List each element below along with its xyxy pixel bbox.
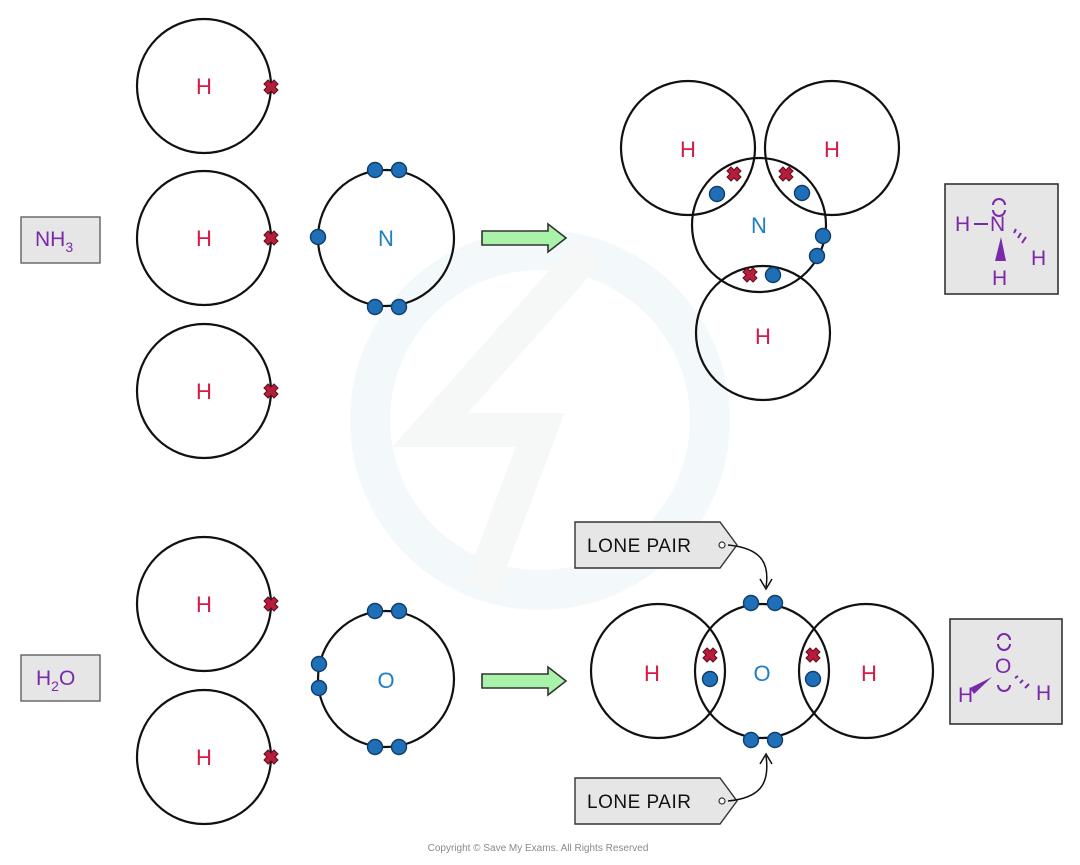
hydrogen-label: H bbox=[824, 137, 840, 162]
lone-pair-dot bbox=[742, 594, 760, 612]
shared-electron-dot bbox=[764, 266, 782, 284]
electron-dot bbox=[390, 161, 408, 179]
shared-electron-cross bbox=[778, 166, 794, 182]
shared-electron-cross bbox=[726, 166, 742, 182]
electron-dot bbox=[366, 298, 384, 316]
shared-electron-dot bbox=[701, 670, 719, 688]
oxygen-label: O bbox=[377, 668, 394, 693]
water-hydrogen-atom-2: H bbox=[135, 688, 279, 826]
ammonia-hydrogen-atom-1: H bbox=[135, 17, 279, 155]
lone-pair-tag-top: LONE PAIR bbox=[574, 521, 738, 569]
structure-hydrogen-left: H bbox=[958, 684, 973, 707]
nitrogen-label: N bbox=[378, 226, 394, 251]
nitrogen-label: N bbox=[751, 213, 767, 238]
wedge-bond-icon bbox=[970, 677, 992, 694]
hydrogen-label: H bbox=[644, 661, 660, 686]
water-hydrogen-atom-1: H bbox=[135, 535, 279, 673]
lone-pair-label: LONE PAIR bbox=[587, 536, 691, 557]
lone-pair-dot bbox=[742, 731, 760, 749]
hydrogen-label: H bbox=[680, 137, 696, 162]
lone-pair-tag-bottom: LONE PAIR bbox=[574, 777, 738, 825]
lone-pair-label: LONE PAIR bbox=[587, 792, 691, 813]
electron-dot bbox=[366, 602, 384, 620]
lone-pair-icon bbox=[997, 633, 1011, 641]
structure-hydrogen-right: H bbox=[1031, 247, 1046, 270]
structure-oxygen: O bbox=[995, 655, 1011, 678]
lone-pair-pointer bbox=[727, 544, 768, 588]
lone-pair-dot bbox=[766, 731, 784, 749]
water-formula-main: H bbox=[36, 667, 51, 690]
ammonia-formula-main: NH bbox=[35, 228, 65, 251]
hydrogen-label: H bbox=[196, 74, 212, 99]
water-molecule: H O H bbox=[589, 594, 935, 749]
reaction-arrow-icon bbox=[481, 665, 568, 697]
ammonia-hydrogen-atom-2: H bbox=[135, 169, 279, 307]
water-structure-box: O H H bbox=[949, 618, 1063, 725]
water-formula: H2O bbox=[36, 667, 75, 694]
hydrogen-label: H bbox=[196, 745, 212, 770]
structure-hydrogen-bottom: H bbox=[992, 267, 1007, 290]
hydrogen-label: H bbox=[196, 379, 212, 404]
hydrogen-label: H bbox=[196, 226, 212, 251]
ammonia-structure-box: H N H H bbox=[944, 183, 1059, 295]
electron-dot bbox=[310, 679, 328, 697]
electron-dot bbox=[310, 655, 328, 673]
shared-electron-cross bbox=[702, 647, 718, 663]
nitrogen-atom: N bbox=[309, 161, 456, 316]
shared-electron-dot bbox=[793, 184, 811, 202]
ammonia-formula-box: NH3 bbox=[20, 216, 101, 264]
lone-pair-dot bbox=[766, 594, 784, 612]
ammonia-formula-sub: 3 bbox=[65, 239, 73, 255]
electron-dot bbox=[366, 161, 384, 179]
oxygen-atom: O bbox=[310, 602, 456, 756]
electron-dot bbox=[366, 738, 384, 756]
wedge-bond-icon bbox=[995, 237, 1006, 261]
hydrogen-label: H bbox=[196, 592, 212, 617]
ammonia-formula: NH3 bbox=[35, 228, 73, 255]
hydrogen-label: H bbox=[861, 661, 877, 686]
hydrogen-label: H bbox=[755, 324, 771, 349]
ammonia-molecule: H H H N bbox=[619, 79, 901, 402]
lone-pair-dot bbox=[808, 247, 826, 265]
watermark-logo bbox=[350, 230, 730, 610]
lone-pair-icon bbox=[992, 198, 1006, 206]
lone-pair-dot bbox=[814, 227, 832, 245]
oxygen-label: O bbox=[753, 661, 770, 686]
shared-electron-cross bbox=[805, 647, 821, 663]
shared-electron-dot bbox=[708, 185, 726, 203]
copyright-notice: Copyright © Save My Exams. All Rights Re… bbox=[428, 843, 649, 854]
electron-dot bbox=[390, 738, 408, 756]
structure-hydrogen-left: H bbox=[955, 213, 970, 236]
water-formula-box: H2O bbox=[20, 654, 101, 702]
lone-pair-pointer bbox=[727, 755, 768, 802]
structure-hydrogen-right: H bbox=[1036, 682, 1051, 705]
ammonia-hydrogen-atom-3: H bbox=[135, 322, 279, 460]
structure-nitrogen: N bbox=[990, 213, 1005, 236]
electron-dot bbox=[309, 228, 327, 246]
reaction-arrow-icon bbox=[481, 222, 568, 254]
electron-dot bbox=[390, 298, 408, 316]
water-formula-sub: 2 bbox=[51, 678, 59, 694]
shared-electron-cross bbox=[742, 267, 758, 283]
water-formula-tail: O bbox=[59, 667, 75, 690]
shared-electron-dot bbox=[804, 670, 822, 688]
electron-dot bbox=[390, 602, 408, 620]
